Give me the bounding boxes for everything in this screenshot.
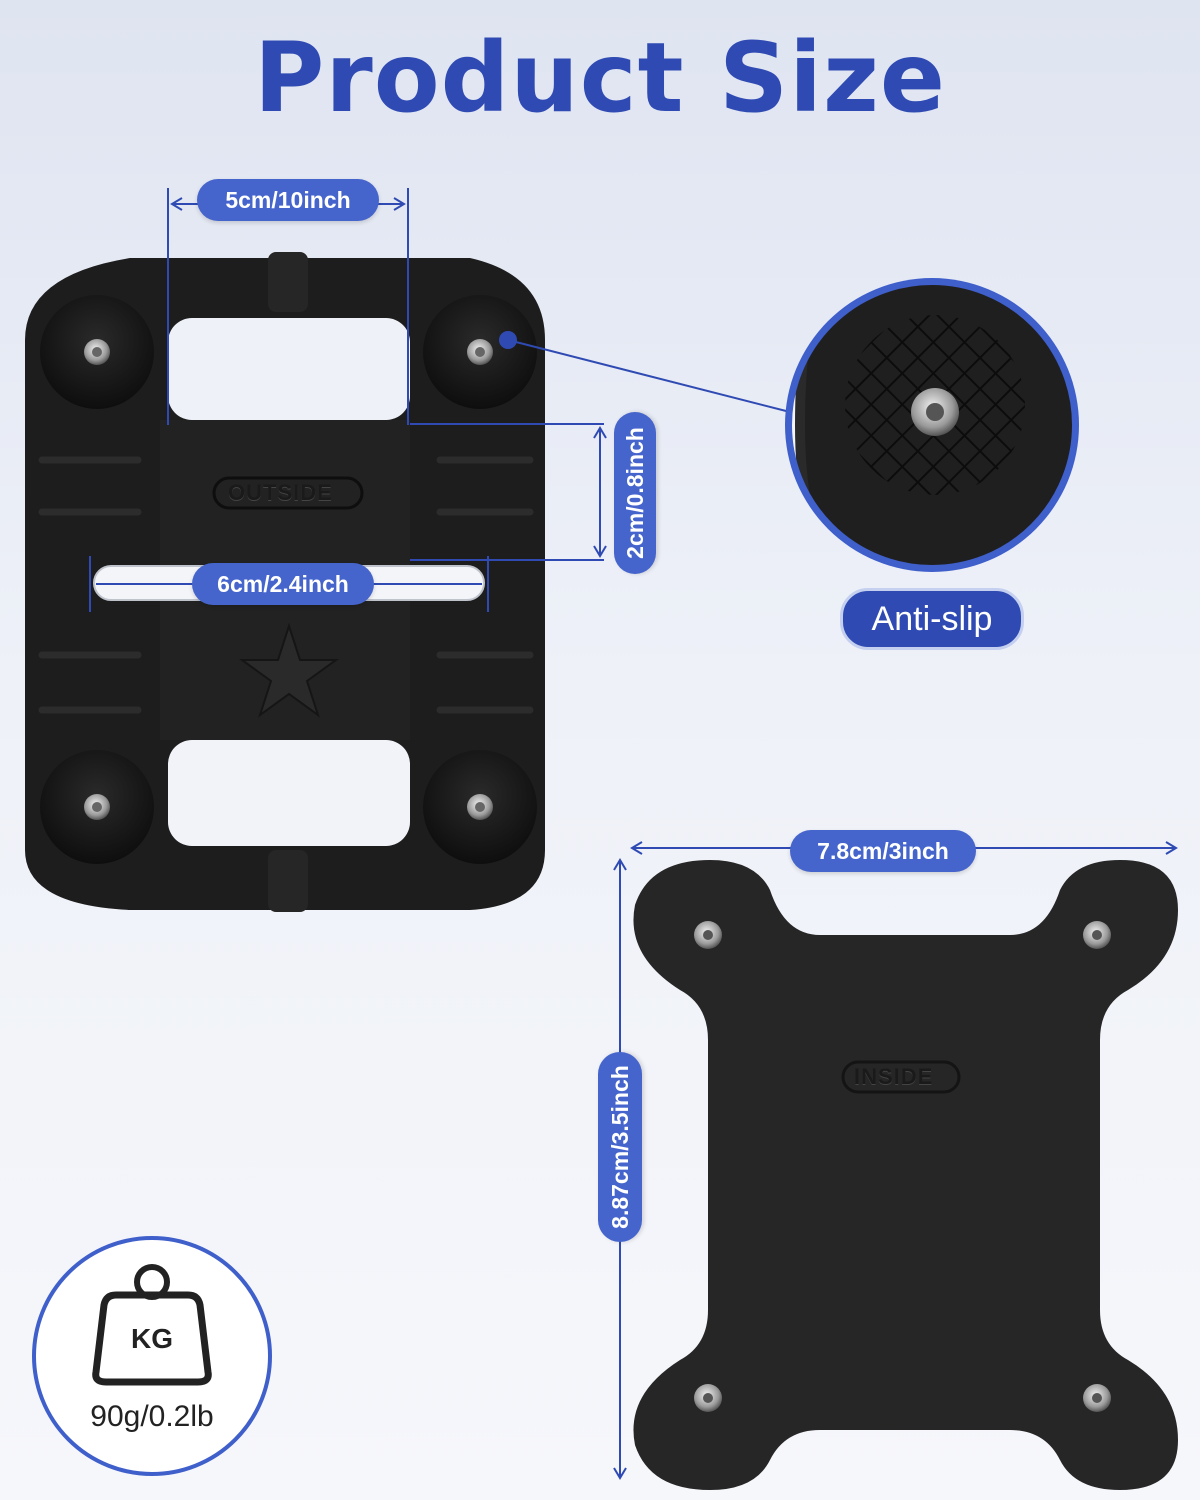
top-width-label: 5cm/10inch — [197, 179, 379, 221]
weight-badge: KG 90g/0.2lb — [32, 1236, 272, 1476]
page-title: Product Size — [254, 22, 946, 134]
anti-slip-zoom — [785, 278, 1079, 572]
inside-emboss: INSIDE — [854, 1064, 934, 1089]
outside-emboss: OUTSIDE — [228, 480, 333, 505]
anti-slip-label: Anti-slip — [840, 588, 1024, 650]
weight-unit: KG — [131, 1323, 173, 1354]
inside-plate — [633, 860, 1178, 1490]
weight-icon — [92, 1264, 212, 1386]
slot-height-label: 2cm/0.8inch — [614, 412, 656, 574]
slot-width-label: 6cm/2.4inch — [192, 563, 374, 605]
weight-value: 90g/0.2lb — [90, 1400, 214, 1433]
plate-height-label: 8.87cm/3.5inch — [598, 1052, 642, 1242]
highlight-dot — [499, 331, 517, 349]
plate-width-label: 7.8cm/3inch — [790, 830, 976, 872]
